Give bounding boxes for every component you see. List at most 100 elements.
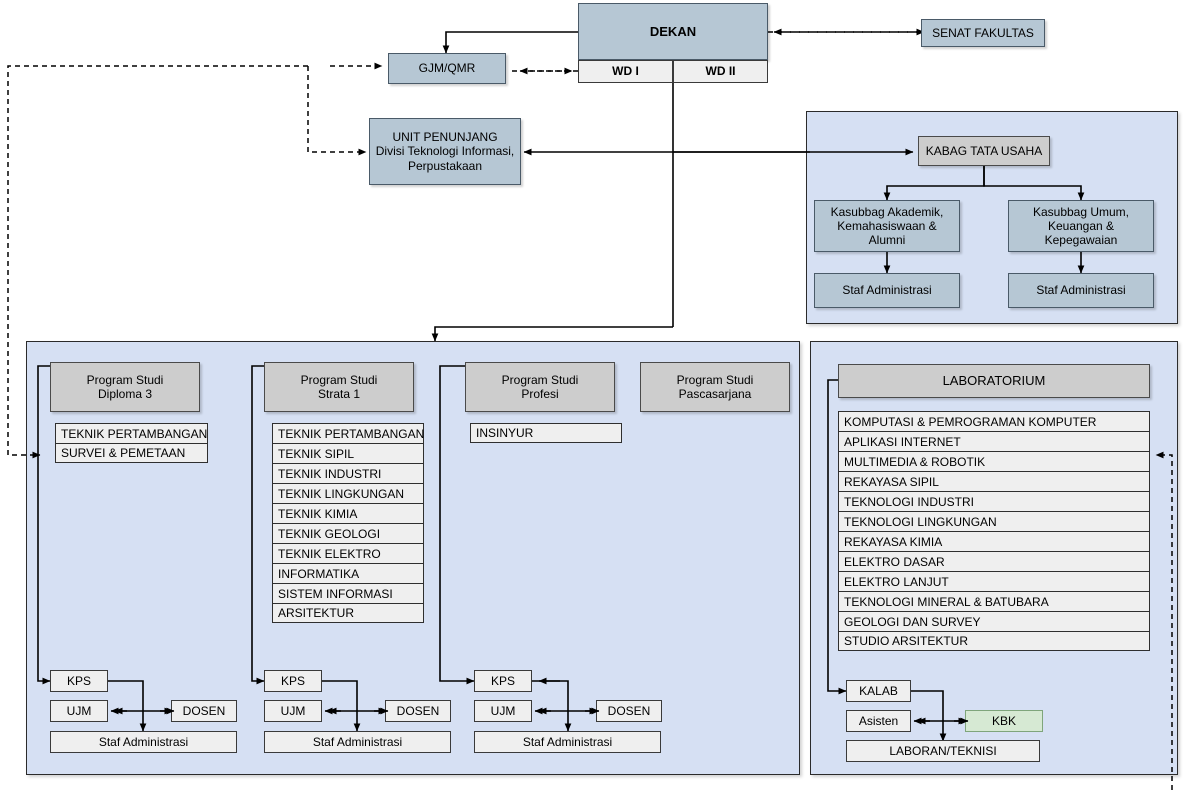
kabag-tata-usaha-box[interactable]: KABAG TATA USAHA	[918, 136, 1050, 166]
kasubbag-akademik-line2: Kemahasiswaan &	[837, 218, 937, 233]
staf-administrasi-akademik-box[interactable]: Staf Administrasi	[814, 273, 960, 308]
laboratorium-header-box[interactable]: LABORATORIUM	[838, 364, 1150, 398]
list-item[interactable]: KOMPUTASI & PEMROGRAMAN KOMPUTER	[838, 411, 1150, 431]
ujm-profesi-box[interactable]: UJM	[474, 700, 532, 722]
staf-profesi-box[interactable]: Staf Administrasi	[474, 731, 661, 753]
kalab-label: KALAB	[859, 683, 898, 698]
gjm-qmr-box[interactable]: GJM/QMR	[388, 53, 506, 84]
dosen-diploma3-box[interactable]: DOSEN	[171, 700, 237, 722]
program-studi-pascasarjana-line1: Program Studi	[676, 372, 754, 387]
list-item[interactable]: TEKNOLOGI LINGKUNGAN	[838, 511, 1150, 531]
list-item[interactable]: TEKNIK PERTAMBANGAN	[55, 423, 208, 443]
dosen-diploma3-label: DOSEN	[182, 703, 226, 718]
ujm-strata1-box[interactable]: UJM	[264, 700, 322, 722]
kasubbag-umum-line3: Kepegawaian	[1044, 233, 1118, 248]
program-studi-profesi-line1: Program Studi	[501, 372, 579, 387]
list-item[interactable]: TEKNOLOGI MINERAL & BATUBARA	[838, 591, 1150, 611]
laboran-teknisi-label: LABORAN/TEKNISI	[889, 743, 997, 758]
kasubbag-akademik-line1: Kasubbag Akademik,	[830, 204, 944, 219]
staf-diploma3-box[interactable]: Staf Administrasi	[50, 731, 237, 753]
unit-penunjang-line3: Perpustakaan	[407, 158, 483, 173]
laboratorium-header-label: LABORATORIUM	[942, 373, 1046, 389]
list-item[interactable]: ARSITEKTUR	[272, 603, 424, 623]
list-item[interactable]: INFORMATIKA	[272, 563, 424, 583]
program-studi-profesi-line2: Profesi	[521, 387, 559, 401]
list-item[interactable]: REKAYASA SIPIL	[838, 471, 1150, 491]
staf-strata1-box[interactable]: Staf Administrasi	[264, 731, 451, 753]
laboran-teknisi-box[interactable]: LABORAN/TEKNISI	[846, 740, 1040, 762]
kasubbag-umum-line2: Keuangan &	[1047, 218, 1115, 233]
list-item[interactable]: REKAYASA KIMIA	[838, 531, 1150, 551]
dekan-label: DEKAN	[649, 23, 697, 39]
kalab-box[interactable]: KALAB	[846, 680, 911, 702]
kps-diploma3-label: KPS	[66, 673, 91, 688]
ujm-diploma3-box[interactable]: UJM	[50, 700, 108, 722]
kasubbag-akademik-box[interactable]: Kasubbag Akademik, Kemahasiswaan & Alumn…	[814, 200, 960, 252]
kasubbag-akademik-line3: Alumni	[868, 233, 906, 248]
list-item[interactable]: TEKNOLOGI INDUSTRI	[838, 491, 1150, 511]
staf-profesi-label: Staf Administrasi	[522, 734, 613, 749]
list-item[interactable]: ELEKTRO LANJUT	[838, 571, 1150, 591]
list-item[interactable]: STUDIO ARSITEKTUR	[838, 631, 1150, 651]
list-item[interactable]: TEKNIK PERTAMBANGAN	[272, 423, 424, 443]
wd1-box[interactable]: WD I	[578, 60, 673, 83]
gjm-qmr-label: GJM/QMR	[418, 61, 476, 76]
staf-administrasi-umum-label: Staf Administrasi	[1036, 283, 1126, 298]
list-item[interactable]: INSINYUR	[470, 423, 622, 443]
kbk-label: KBK	[991, 713, 1016, 728]
program-studi-diploma3-line1: Program Studi	[86, 372, 164, 387]
program-studi-diploma3-header[interactable]: Program Studi Diploma 3	[50, 362, 200, 412]
program-studi-strata1-line1: Program Studi	[300, 372, 378, 387]
staf-administrasi-umum-box[interactable]: Staf Administrasi	[1008, 273, 1154, 308]
program-studi-strata1-header[interactable]: Program Studi Strata 1	[264, 362, 414, 412]
dosen-strata1-box[interactable]: DOSEN	[385, 700, 451, 722]
staf-diploma3-label: Staf Administrasi	[98, 734, 189, 749]
program-studi-pascasarjana-header[interactable]: Program Studi Pascasarjana	[640, 362, 790, 412]
program-studi-profesi-header[interactable]: Program Studi Profesi	[465, 362, 615, 412]
list-item[interactable]: TEKNIK LINGKUNGAN	[272, 483, 424, 503]
list-item[interactable]: TEKNIK INDUSTRI	[272, 463, 424, 483]
dosen-profesi-label: DOSEN	[607, 703, 651, 718]
unit-penunjang-line1: UNIT PENUNJANG	[392, 130, 498, 145]
kbk-box[interactable]: KBK	[965, 710, 1043, 732]
staf-administrasi-akademik-label: Staf Administrasi	[842, 283, 932, 298]
ujm-strata1-label: UJM	[280, 703, 306, 718]
kasubbag-umum-box[interactable]: Kasubbag Umum, Keuangan & Kepegawaian	[1008, 200, 1154, 252]
wd2-box[interactable]: WD II	[673, 60, 768, 83]
program-studi-pascasarjana-line2: Pascasarjana	[678, 387, 752, 401]
senat-fakultas-label: SENAT FAKULTAS	[932, 25, 1034, 40]
unit-penunjang-box[interactable]: UNIT PENUNJANG Divisi Teknologi Informas…	[369, 118, 521, 185]
ujm-profesi-label: UJM	[490, 703, 516, 718]
kps-profesi-label: KPS	[490, 673, 515, 688]
kasubbag-umum-line1: Kasubbag Umum,	[1032, 204, 1130, 219]
program-studi-diploma3-line2: Diploma 3	[97, 387, 153, 401]
program-studi-strata1-list: TEKNIK PERTAMBANGAN TEKNIK SIPIL TEKNIK …	[272, 423, 424, 623]
list-item[interactable]: SISTEM INFORMASI	[272, 583, 424, 603]
laboratorium-list: KOMPUTASI & PEMROGRAMAN KOMPUTER APLIKAS…	[838, 411, 1150, 651]
list-item[interactable]: TEKNIK GEOLOGI	[272, 523, 424, 543]
list-item[interactable]: TEKNIK ELEKTRO	[272, 543, 424, 563]
senat-fakultas-box[interactable]: SENAT FAKULTAS	[921, 19, 1045, 47]
kabag-tata-usaha-label: KABAG TATA USAHA	[925, 143, 1043, 158]
ujm-diploma3-label: UJM	[66, 703, 92, 718]
kps-diploma3-box[interactable]: KPS	[50, 670, 108, 692]
list-item[interactable]: TEKNIK KIMIA	[272, 503, 424, 523]
list-item[interactable]: SURVEI & PEMETAAN	[55, 443, 208, 463]
list-item[interactable]: TEKNIK SIPIL	[272, 443, 424, 463]
dosen-profesi-box[interactable]: DOSEN	[596, 700, 662, 722]
program-studi-diploma3-list: TEKNIK PERTAMBANGAN SURVEI & PEMETAAN	[55, 423, 208, 463]
kps-profesi-box[interactable]: KPS	[474, 670, 532, 692]
list-item[interactable]: MULTIMEDIA & ROBOTIK	[838, 451, 1150, 471]
list-item[interactable]: GEOLOGI DAN SURVEY	[838, 611, 1150, 631]
program-studi-profesi-list: INSINYUR	[470, 423, 622, 443]
kps-strata1-box[interactable]: KPS	[264, 670, 322, 692]
list-item[interactable]: APLIKASI INTERNET	[838, 431, 1150, 451]
kps-strata1-label: KPS	[280, 673, 305, 688]
wd1-label: WD I	[612, 64, 639, 79]
wd2-label: WD II	[705, 64, 736, 79]
list-item[interactable]: ELEKTRO DASAR	[838, 551, 1150, 571]
asisten-box[interactable]: Asisten	[846, 710, 911, 732]
dekan-box[interactable]: DEKAN	[578, 3, 768, 60]
unit-penunjang-line2: Divisi Teknologi Informasi,	[375, 144, 515, 159]
